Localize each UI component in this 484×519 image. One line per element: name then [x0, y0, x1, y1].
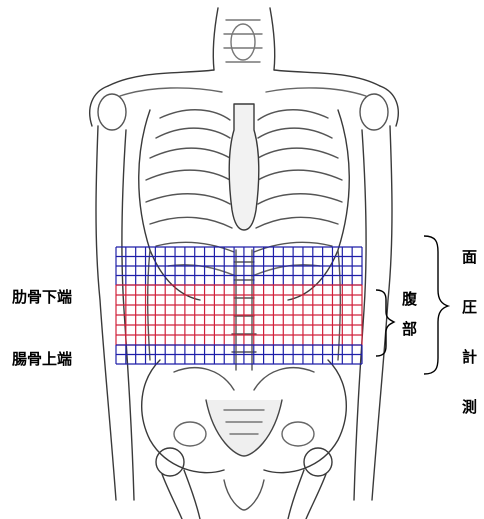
abdomen-label-char-1: 腹 — [402, 292, 417, 307]
femurs — [156, 448, 332, 519]
pelvis — [142, 360, 347, 473]
measurement-label-char-4: 測 — [462, 400, 477, 415]
neck-vertebrae — [213, 8, 275, 70]
sternum — [229, 104, 259, 230]
abdomen-label-char-2: 部 — [402, 322, 417, 337]
measurement-label-char-3: 計 — [462, 350, 477, 365]
ilium-upper-edge-label: 腸骨上端 — [12, 352, 72, 367]
pressure-grid — [116, 247, 362, 364]
measurement-bracket — [424, 236, 448, 374]
measurement-label-char-1: 面 — [462, 250, 477, 265]
lower-blue-band — [116, 345, 362, 364]
rib-lower-edge-label: 肋骨下端 — [12, 290, 72, 305]
measurement-label-char-2: 圧 — [462, 300, 477, 315]
red-abdomen-band — [116, 285, 362, 345]
